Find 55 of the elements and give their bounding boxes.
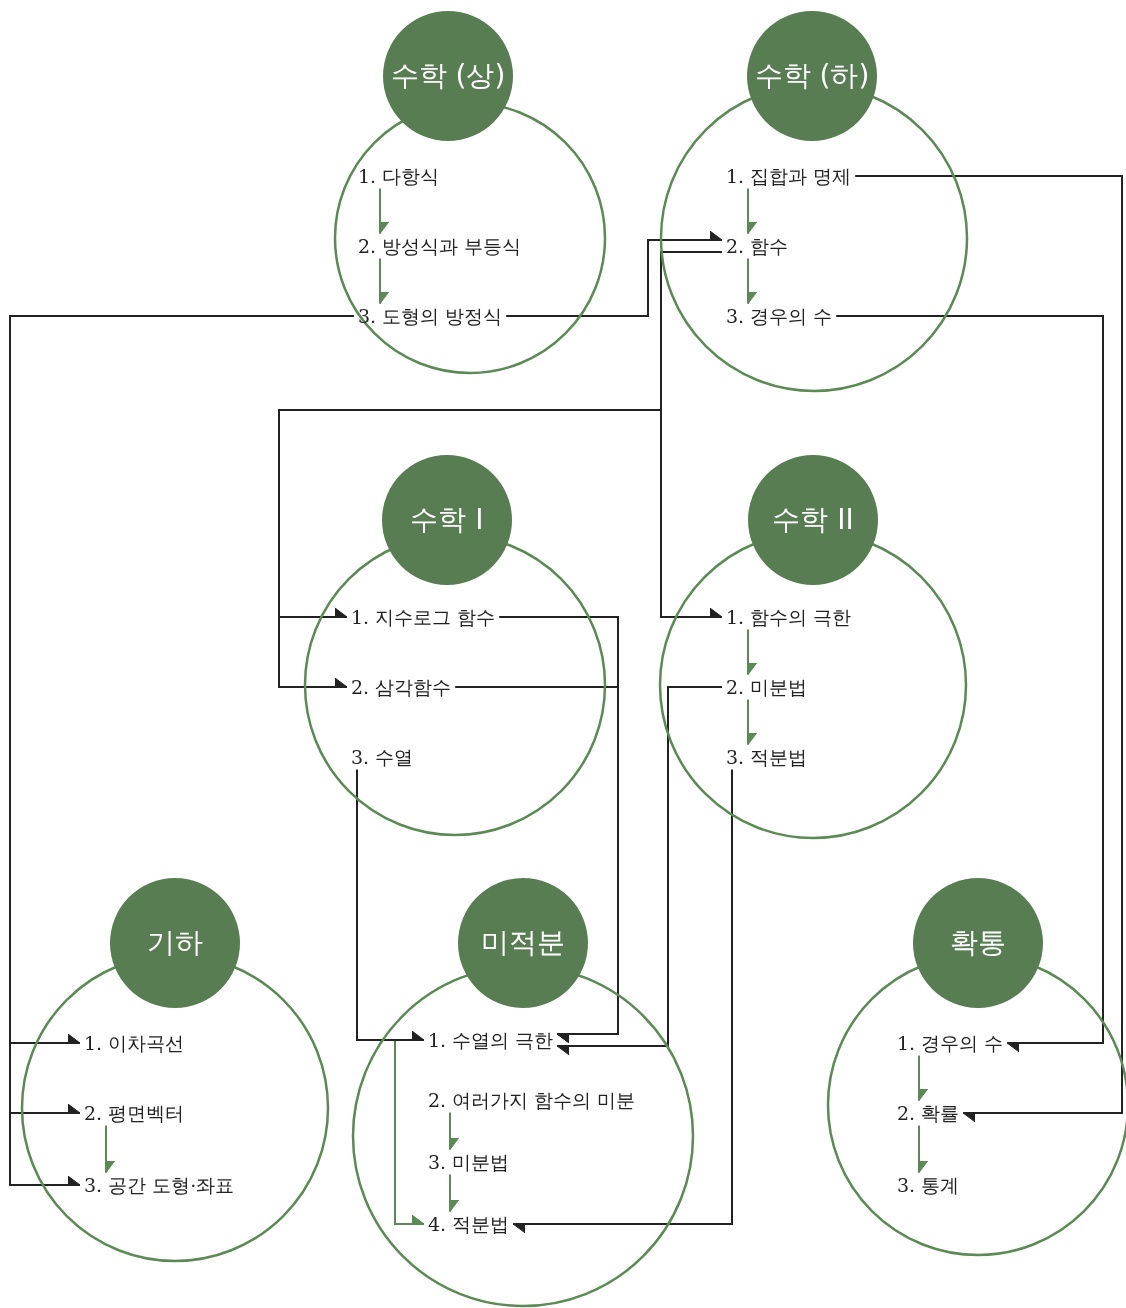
topic-item: 2. 삼각함수 xyxy=(351,675,452,699)
connector-arrow xyxy=(556,686,723,1056)
topic-item: 1. 지수로그 함수 xyxy=(351,605,496,629)
topic-item: 3. 통계 xyxy=(897,1173,960,1197)
topic-circle xyxy=(335,11,605,373)
topic-item: 3. 적분법 xyxy=(726,745,808,769)
topic-item: 3. 경우의 수 xyxy=(726,304,833,328)
connector-arrow xyxy=(505,230,723,317)
flow-arrow xyxy=(449,1111,460,1151)
title-disk: 기하 xyxy=(110,878,240,1008)
topic-item: 1. 다항식 xyxy=(358,164,440,188)
topic-item: 1. 경우의 수 xyxy=(897,1031,1004,1055)
topic-item: 3. 미분법 xyxy=(428,1150,510,1174)
topic-item: 1. 이차곡선 xyxy=(84,1031,185,1055)
topic-circle xyxy=(660,455,966,838)
title-disk: 미적분 xyxy=(458,878,588,1008)
topic-item: 1. 집합과 명제 xyxy=(726,164,852,188)
connector-arrow xyxy=(660,251,723,618)
flow-arrow xyxy=(747,628,758,676)
topic-circle xyxy=(305,455,605,835)
title-disk: 확통 xyxy=(913,878,1043,1008)
flow-arrow xyxy=(379,257,390,305)
flow-arrow xyxy=(105,1124,116,1174)
topic-item: 2. 함수 xyxy=(726,234,789,258)
connector-arrow xyxy=(356,768,425,1041)
topic-circle xyxy=(828,878,1126,1255)
topic-circle xyxy=(22,878,328,1261)
topic-item: 3. 도형의 방정식 xyxy=(358,304,503,328)
flow-arrow xyxy=(747,187,758,235)
topic-item: 1. 함수의 극한 xyxy=(726,605,852,629)
flow-arrow xyxy=(449,1173,460,1213)
topic-item: 3. 공간 도형·좌표 xyxy=(84,1173,235,1197)
title-disk: 수학 II xyxy=(748,455,878,585)
topic-circle xyxy=(661,11,967,391)
connector-arrow xyxy=(512,768,733,1234)
title-disk: 수학 (하) xyxy=(747,11,877,141)
topic-item: 4. 적분법 xyxy=(428,1212,510,1236)
flow-arrow xyxy=(747,698,758,746)
topic-item: 1. 수열의 극한 xyxy=(428,1028,554,1052)
topic-item: 2. 방성식과 부등식 xyxy=(358,234,522,258)
flow-arrow xyxy=(918,1124,929,1174)
flow-arrow xyxy=(379,187,390,235)
topic-item: 2. 평면벡터 xyxy=(84,1101,185,1125)
connector-arrow xyxy=(854,175,1123,1123)
topic-circle xyxy=(353,878,693,1306)
title-disk: 수학 I xyxy=(382,455,512,585)
title-disk: 수학 (상) xyxy=(383,11,513,141)
flow-arrow xyxy=(747,257,758,305)
connector-arrow xyxy=(835,315,1104,1053)
topic-item: 2. 확률 xyxy=(897,1101,960,1125)
connector-arrow xyxy=(454,686,619,1044)
topic-item: 2. 미분법 xyxy=(726,675,808,699)
topic-item: 3. 수열 xyxy=(351,745,414,769)
topic-item: 2. 여러가지 함수의 미분 xyxy=(428,1088,636,1112)
flow-arrow xyxy=(918,1054,929,1102)
